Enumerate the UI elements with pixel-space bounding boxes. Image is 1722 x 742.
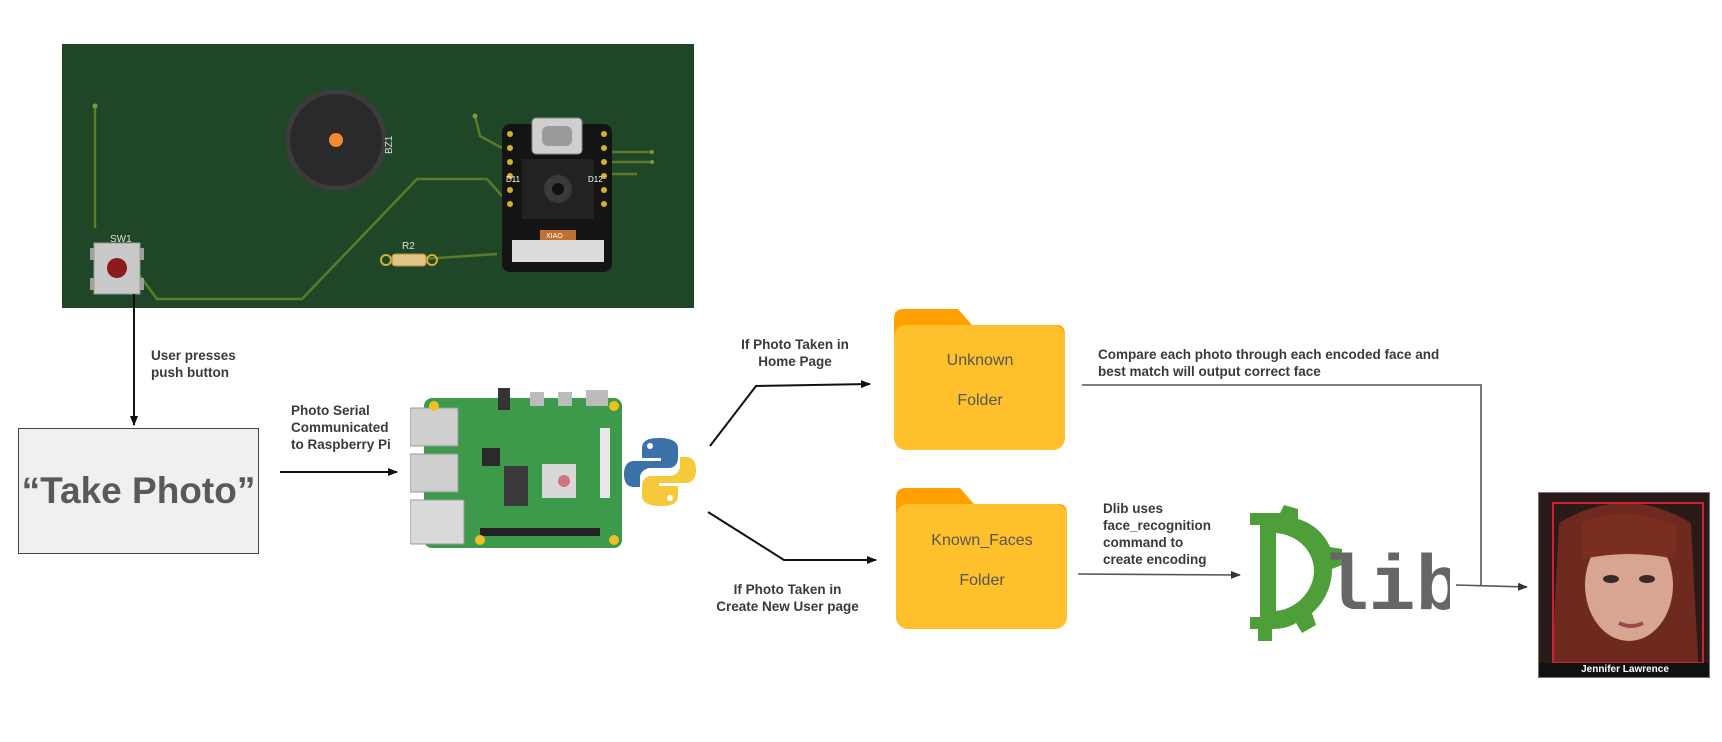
line-unknown-compare bbox=[1082, 384, 1482, 586]
unknown-folder-line2: Folder bbox=[957, 392, 1003, 409]
label-compare: Compare each photo through each encoded … bbox=[1098, 347, 1440, 379]
buzzer-label: BZ1 bbox=[384, 135, 395, 154]
label-if-home: If Photo Taken in Home Page bbox=[741, 337, 849, 369]
label-photo-serial: Photo Serial Communicated to Raspberry P… bbox=[291, 403, 391, 452]
camera-icon bbox=[502, 117, 612, 272]
known-folder-line2: Folder bbox=[959, 572, 1005, 589]
camera-pin-label-right: D12 bbox=[588, 175, 603, 184]
label-dlib-uses: Dlib uses face_recognition command to cr… bbox=[1103, 501, 1212, 567]
folder-icon bbox=[894, 309, 1065, 450]
folder-icon bbox=[896, 488, 1067, 629]
resistor-label: R2 bbox=[402, 241, 415, 252]
arrow-to-known bbox=[707, 511, 877, 564]
label-user-presses: User presses push button bbox=[151, 348, 236, 380]
label-if-create: If Photo Taken in Create New User page bbox=[716, 582, 859, 614]
face-name-label: Jennifer Lawrence bbox=[1581, 664, 1669, 675]
known-folder-line1: Known_Faces bbox=[931, 532, 1033, 549]
take-photo-box: “Take Photo” bbox=[18, 428, 259, 554]
dlib-logo-text: lib bbox=[1322, 545, 1450, 633]
face-photo-icon: Jennifer Lawrence bbox=[1538, 492, 1710, 678]
raspberry-pi-board-icon bbox=[410, 388, 622, 548]
pcb-board: BZ1 SW1 R2 D11 D12 XIAO bbox=[62, 44, 694, 308]
python-logo-icon bbox=[624, 438, 696, 506]
switch-label: SW1 bbox=[110, 234, 132, 245]
arrow-known-to-dlib bbox=[1077, 570, 1241, 579]
camera-pin-label-left: D11 bbox=[506, 175, 521, 184]
unknown-folder-line1: Unknown bbox=[946, 352, 1014, 369]
camera-brand: XIAO bbox=[546, 233, 563, 240]
arrow-to-unknown bbox=[709, 380, 871, 447]
arrow-to-result bbox=[1455, 582, 1528, 591]
resistor-icon bbox=[380, 253, 438, 267]
push-button-icon bbox=[90, 242, 144, 295]
take-photo-label: “Take Photo” bbox=[21, 470, 256, 511]
buzzer-icon bbox=[285, 89, 387, 191]
dlib-logo-icon: lib bbox=[1250, 505, 1450, 641]
